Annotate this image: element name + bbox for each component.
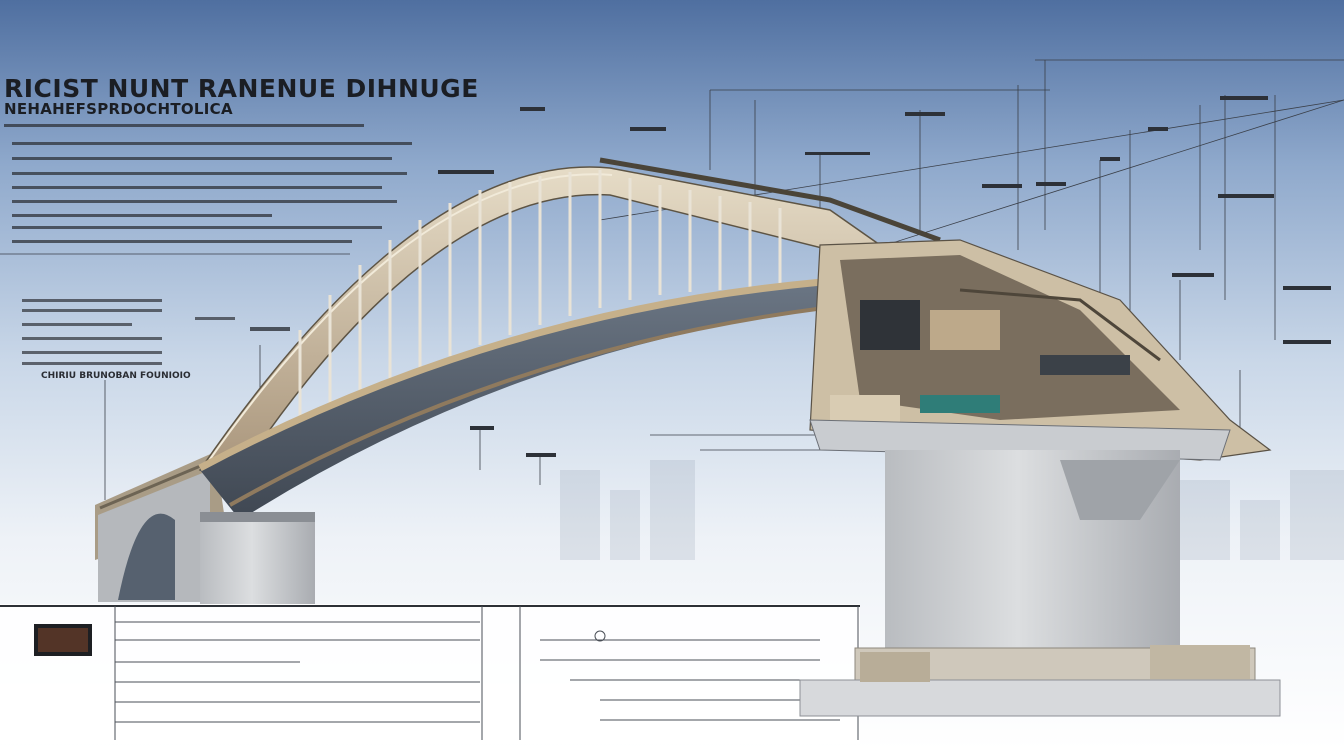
annotation-marks — [4, 96, 1331, 457]
arch-hangers — [298, 170, 782, 420]
city-skyline — [560, 460, 1344, 560]
page-title: RICIST NUNT RANENUE DIHNUGE — [4, 74, 479, 103]
annotation-label: CHIRIU BRUNOBAN FOUNIOIO — [41, 371, 191, 381]
data-panel — [0, 604, 860, 744]
cutaway-section — [809, 239, 1272, 461]
bridge-deck — [198, 274, 901, 520]
left-pier — [200, 512, 315, 604]
page-subtitle: NEHAHEFSPRDOCHTOLICA — [4, 100, 233, 118]
main-pier — [799, 419, 1281, 717]
approach-span — [95, 452, 225, 602]
